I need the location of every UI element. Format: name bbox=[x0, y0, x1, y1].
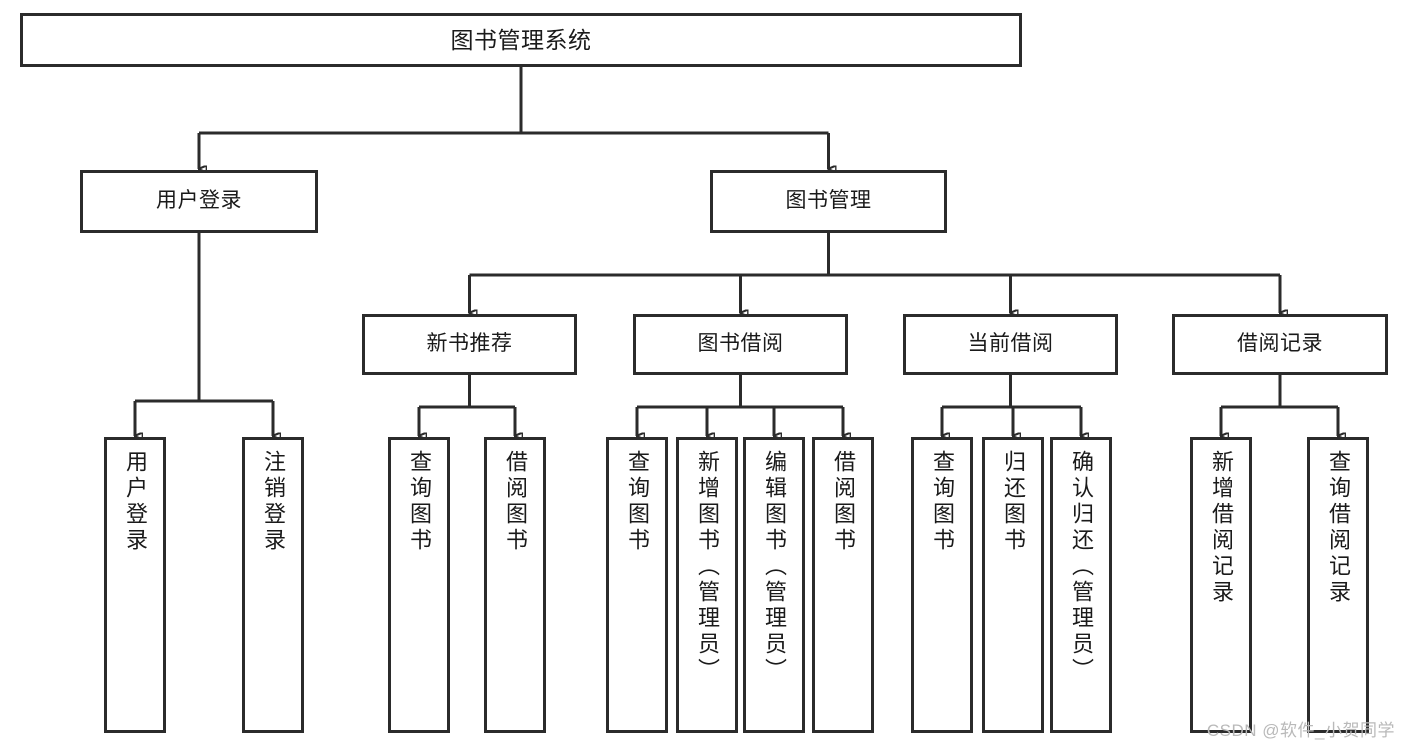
node-borrow-record[interactable]: 借阅记录 bbox=[1172, 314, 1388, 375]
leaf-add-borrow-record[interactable]: 新增借阅记录 bbox=[1190, 437, 1252, 733]
watermark: CSDN @软件_小贺同学 bbox=[1206, 721, 1395, 740]
node-new-book-recommend[interactable]: 新书推荐 bbox=[362, 314, 577, 375]
leaf-query-book-borrow[interactable]: 查询图书 bbox=[606, 437, 668, 733]
connector-edges bbox=[133, 67, 1338, 436]
node-label: 查询借阅记录 bbox=[1326, 450, 1351, 606]
node-label: 用户登录 bbox=[123, 450, 148, 554]
node-label: 注销登录 bbox=[261, 450, 286, 554]
leaf-return-book[interactable]: 归还图书 bbox=[982, 437, 1044, 733]
node-label: 编辑图书（管理员） bbox=[762, 450, 787, 684]
node-label: 查询图书 bbox=[930, 450, 955, 554]
leaf-edit-book-admin[interactable]: 编辑图书（管理员） bbox=[743, 437, 805, 733]
node-user-login[interactable]: 用户登录 bbox=[80, 170, 318, 233]
node-label: 当前借阅 bbox=[967, 332, 1054, 356]
leaf-user-login[interactable]: 用户登录 bbox=[104, 437, 166, 733]
leaf-query-book-rec[interactable]: 查询图书 bbox=[388, 437, 450, 733]
leaf-query-book-current[interactable]: 查询图书 bbox=[911, 437, 973, 733]
node-label: 归还图书 bbox=[1001, 450, 1026, 554]
node-label: 借阅记录 bbox=[1237, 332, 1323, 356]
node-label: 借阅图书 bbox=[503, 450, 528, 554]
node-label: 用户登录 bbox=[156, 189, 242, 213]
leaf-borrow-book-rec[interactable]: 借阅图书 bbox=[484, 437, 546, 733]
node-label: 查询图书 bbox=[625, 450, 650, 554]
node-book-borrow[interactable]: 图书借阅 bbox=[633, 314, 848, 375]
node-label: 新书推荐 bbox=[426, 332, 513, 356]
leaf-logout[interactable]: 注销登录 bbox=[242, 437, 304, 733]
leaf-confirm-return-admin[interactable]: 确认归还（管理员） bbox=[1050, 437, 1112, 733]
leaf-add-book-admin[interactable]: 新增图书（管理员） bbox=[676, 437, 738, 733]
node-current-borrow[interactable]: 当前借阅 bbox=[903, 314, 1118, 375]
node-label: 查询图书 bbox=[407, 450, 432, 554]
node-label: 新增图书（管理员） bbox=[695, 450, 720, 684]
node-root[interactable]: 图书管理系统 bbox=[20, 13, 1022, 67]
node-label: 图书管理系统 bbox=[450, 26, 592, 53]
node-label: 图书借阅 bbox=[697, 332, 784, 356]
node-label: 图书管理 bbox=[785, 189, 872, 213]
node-label: 借阅图书 bbox=[831, 450, 856, 554]
leaf-borrow-book[interactable]: 借阅图书 bbox=[812, 437, 874, 733]
leaf-query-borrow-record[interactable]: 查询借阅记录 bbox=[1307, 437, 1369, 733]
node-label: 新增借阅记录 bbox=[1209, 450, 1234, 606]
node-book-management[interactable]: 图书管理 bbox=[710, 170, 947, 233]
node-label: 确认归还（管理员） bbox=[1069, 450, 1094, 684]
